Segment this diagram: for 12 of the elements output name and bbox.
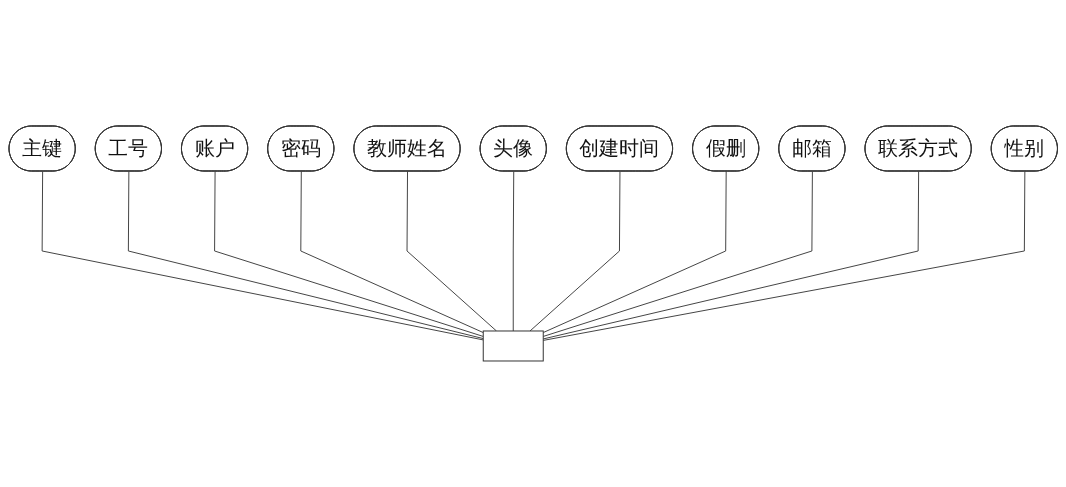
connector: [542, 171, 813, 337]
connector: [300, 171, 484, 334]
connector: [542, 171, 1026, 341]
node-box: [482, 330, 544, 362]
connector: [213, 171, 484, 337]
connector: [406, 171, 497, 332]
connector: [127, 171, 484, 340]
connector: [542, 171, 727, 334]
connector: [529, 171, 621, 332]
connector: [512, 171, 514, 332]
connector: [542, 171, 919, 340]
connector: [41, 171, 484, 341]
